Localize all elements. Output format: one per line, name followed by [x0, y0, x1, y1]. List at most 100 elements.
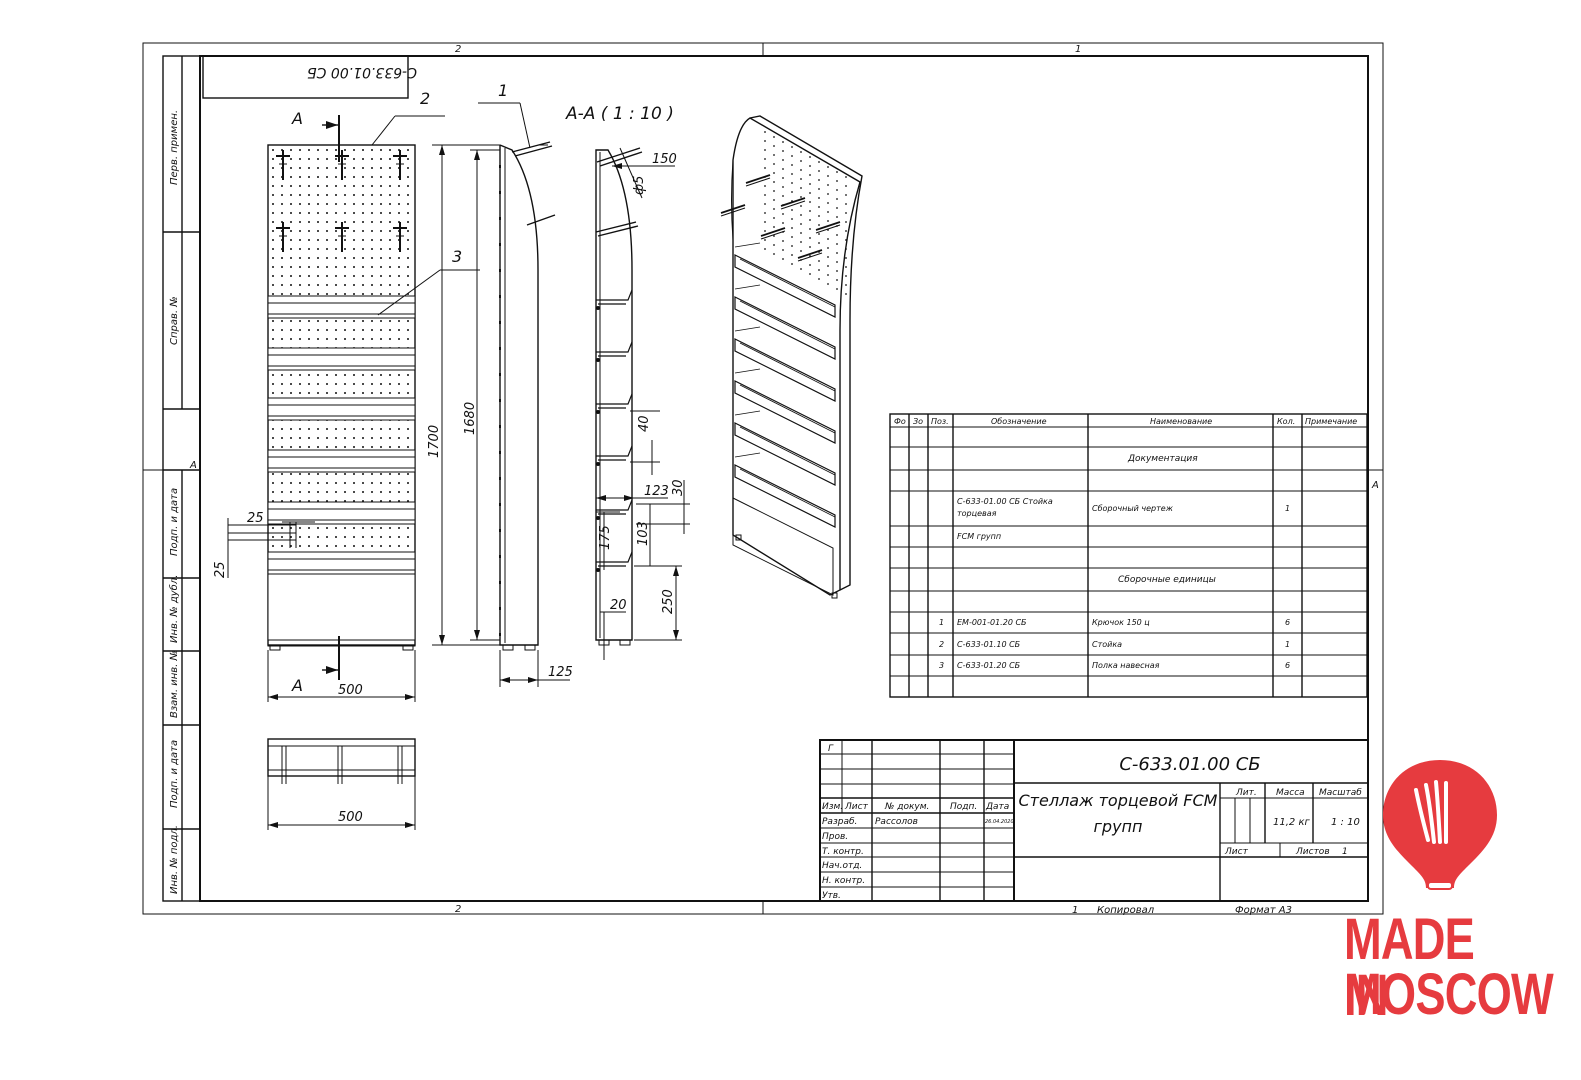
strip-label-vzam: Взам. инв. № — [169, 650, 180, 718]
dim-30: 30 — [671, 479, 686, 496]
tb-col-list: Лист — [844, 802, 869, 812]
spec-header-name: Наименование — [1150, 417, 1212, 426]
spec-section-units: Сборочные единицы — [1118, 575, 1216, 585]
spec-doc-designation-2: FCM групп — [957, 532, 1001, 541]
format-label: Формат А3 — [1235, 905, 1292, 916]
top-view: 500 — [267, 738, 416, 830]
dim-height-inner: 1680 — [463, 402, 478, 435]
tb-doc-code: С-633.01.00 СБ — [1119, 754, 1260, 775]
spec-unit-qty-2: 1 — [1285, 640, 1290, 649]
logo-text-line2: MOSCOW — [1344, 962, 1554, 1027]
tb-col-date: Дата — [985, 802, 1009, 812]
tb-col-izm: Изм. — [822, 802, 843, 812]
side-holes — [499, 165, 501, 636]
section-view: А-А ( 1 : 10 ) 150 ф5 40 123 30 103 — [565, 104, 690, 660]
zone-top-left: 2 — [455, 44, 461, 55]
tb-row-tkontr: Т. контр. — [822, 847, 864, 857]
spec-doc-name-1: Сборочный чертеж — [1092, 504, 1174, 513]
zone-bottom-right: 1 — [1072, 905, 1078, 916]
iso-holes — [764, 131, 847, 295]
zone-top-right: 1 — [1075, 44, 1081, 55]
callout-3: 3 — [452, 247, 462, 266]
strip-label-podp2: Подп. и дата — [169, 740, 180, 808]
callout-2: 2 — [420, 89, 430, 108]
spec-header-qty: Кол. — [1277, 417, 1295, 426]
spec-header-designation: Обозначение — [991, 417, 1047, 426]
tb-massa: Масса — [1276, 788, 1305, 798]
spec-doc-qty-1: 1 — [1285, 504, 1290, 513]
section-arrow-label-bottom: А — [291, 676, 303, 695]
dim-25a: 25 — [247, 511, 264, 526]
dim-width-front: 500 — [338, 683, 363, 698]
logo-text-line1: MADE IN — [1344, 907, 1475, 1028]
tb-razrab-date: 26.04.2020 — [985, 819, 1014, 825]
tb-lit: Лит. — [1235, 788, 1257, 798]
strip-label-perv: Перв. примен. — [169, 110, 180, 185]
tb-scale-val: 1 : 10 — [1331, 817, 1360, 828]
spec-unit-qty-1: 6 — [1285, 618, 1290, 627]
spec-doc-designation-1b: торцевая — [957, 509, 997, 518]
front-view: А А 2 3 500 25 25 — [213, 89, 480, 702]
spec-unit-pos-2: 2 — [939, 640, 944, 649]
logo-bulb-icon — [1383, 760, 1497, 890]
section-label: А-А ( 1 : 10 ) — [565, 104, 674, 124]
tb-listov-val: 1 — [1342, 847, 1348, 857]
tb-title-line2: групп — [1094, 817, 1143, 836]
dim-175: 175 — [598, 525, 613, 550]
dim-depth-base: 125 — [548, 665, 573, 680]
doc-code-box: С-633.01.00 СБ — [202, 55, 417, 99]
spec-table: Фо Зо Поз. Обозначение Наименование Кол.… — [889, 413, 1368, 698]
dim-height-total: 1700 — [427, 425, 442, 458]
front-hooks — [276, 150, 407, 252]
dim-phi: ф5 — [632, 176, 647, 195]
dim-40: 40 — [637, 415, 652, 432]
strip-label-sprav: Справ. № — [169, 296, 180, 345]
tb-col-sign: Подп. — [950, 802, 977, 812]
tb-row-razrab: Разраб. — [822, 817, 857, 827]
front-shelves — [267, 295, 416, 641]
dim-250: 250 — [661, 589, 676, 614]
spec-header-fo: Фо — [894, 417, 906, 426]
tb-row-nachotd: Нач.отд. — [822, 861, 862, 871]
iso-hooks — [720, 174, 841, 262]
doc-code-rotated: С-633.01.00 СБ — [307, 64, 417, 80]
zone-side-right: A — [1371, 480, 1379, 491]
left-strip: Перв. примен. Справ. № Подп. и дата Инв.… — [162, 55, 201, 902]
spec-unit-designation-1: ЕМ-001-01.20 СБ — [957, 618, 1027, 627]
spec-unit-name-2: Стойка — [1092, 640, 1122, 649]
dim-20: 20 — [610, 598, 627, 613]
tb-title-line1: Стеллаж торцевой FCM — [1019, 791, 1218, 810]
tb-masshtab: Масштаб — [1319, 788, 1362, 798]
spec-unit-pos-1: 1 — [939, 618, 944, 627]
tb-row-nkontr: Н. контр. — [822, 876, 865, 886]
spec-unit-name-3: Полка навесная — [1092, 661, 1160, 670]
spec-doc-designation-1a: С-633-01.00 СБ Стойка — [957, 497, 1053, 506]
tb-corner: Г — [828, 744, 834, 754]
section-arrow-label-top: А — [291, 109, 303, 128]
spec-header-note: Примечание — [1305, 417, 1357, 426]
spec-unit-designation-2: С-633-01.10 СБ — [957, 640, 1021, 649]
dim-25b: 25 — [213, 561, 228, 578]
title-block: Г Изм. Лист № докум. Подп. Дата Разраб. … — [819, 739, 1369, 902]
spec-unit-name-1: Крючок 150 ц — [1092, 618, 1150, 627]
dim-hook-len: 150 — [652, 152, 677, 167]
spec-header-poz: Поз. — [931, 417, 949, 426]
tb-massa-val: 11,2 кг — [1273, 817, 1310, 828]
dim-103: 103 — [636, 521, 651, 546]
strip-label-podp1: Подп. и дата — [169, 488, 180, 556]
tb-list: Лист — [1224, 847, 1249, 857]
strip-label-inv-dubl: Инв. № дубл. — [168, 575, 180, 643]
callout-1: 1 — [498, 81, 508, 100]
iso-shelves — [732, 242, 836, 596]
spec-unit-designation-3: С-633-01.20 СБ — [957, 661, 1021, 670]
strip-label-inv-podl: Инв. № подл. — [169, 825, 180, 894]
spec-header-zo: Зо — [913, 417, 923, 426]
zone-bottom-left: 2 — [455, 904, 461, 915]
dim-123: 123 — [644, 484, 669, 499]
tb-row-utv: Утв. — [822, 891, 841, 901]
tb-row-prov: Пров. — [822, 832, 848, 842]
tb-col-doc: № докум. — [884, 802, 929, 812]
tb-listov: Листов — [1295, 847, 1330, 857]
isometric-view — [720, 115, 863, 599]
